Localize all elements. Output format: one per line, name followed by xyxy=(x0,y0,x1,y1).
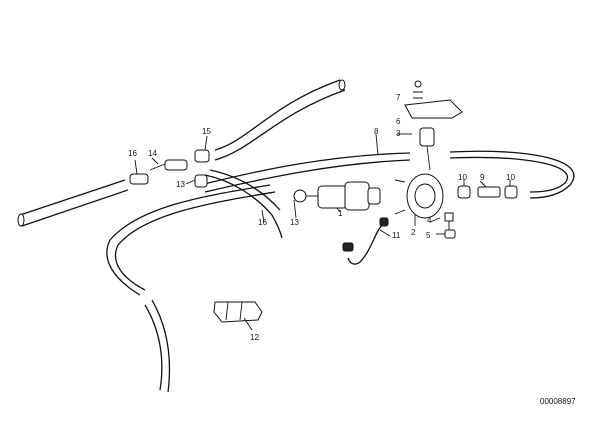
label-part-12: 12 xyxy=(250,333,259,342)
label-part-16b: 16 xyxy=(258,218,267,227)
connectors-left xyxy=(129,149,210,188)
right-connectors xyxy=(457,185,518,199)
label-part-5: 5 xyxy=(426,231,431,240)
label-part-4: 4 xyxy=(427,216,432,225)
label-part-3: 3 xyxy=(396,129,401,138)
label-part-13a: 13 xyxy=(176,180,185,189)
hose-main xyxy=(199,150,575,199)
rubber-mount xyxy=(213,301,263,331)
label-part-10b: 10 xyxy=(506,173,515,182)
pump-bracket xyxy=(394,173,444,219)
wiring-harness xyxy=(342,217,389,265)
label-part-6: 6 xyxy=(396,117,401,126)
top-mount-parts xyxy=(404,80,463,171)
label-part-16a: 16 xyxy=(128,149,137,158)
leader-lines xyxy=(134,133,511,237)
label-part-10a: 10 xyxy=(458,173,467,182)
fuel-pump xyxy=(293,181,381,211)
hose-upper-left xyxy=(17,79,346,227)
lower-small-parts xyxy=(444,212,456,239)
part-labels: 1 2 3 4 5 6 7 8 9 10 10 11 12 13 13 14 1… xyxy=(128,93,576,406)
label-part-1: 1 xyxy=(338,209,343,218)
hose-lower xyxy=(106,184,276,393)
label-part-9: 9 xyxy=(480,173,485,182)
label-part-8: 8 xyxy=(374,127,379,136)
label-part-7: 7 xyxy=(396,93,401,102)
label-part-14: 14 xyxy=(148,149,157,158)
label-part-11: 11 xyxy=(392,231,401,240)
drawing-code: 00008897 xyxy=(540,397,576,406)
hose-middle xyxy=(204,169,283,239)
label-part-13b: 13 xyxy=(290,218,299,227)
label-part-15: 15 xyxy=(202,127,211,136)
label-part-2: 2 xyxy=(411,228,416,237)
